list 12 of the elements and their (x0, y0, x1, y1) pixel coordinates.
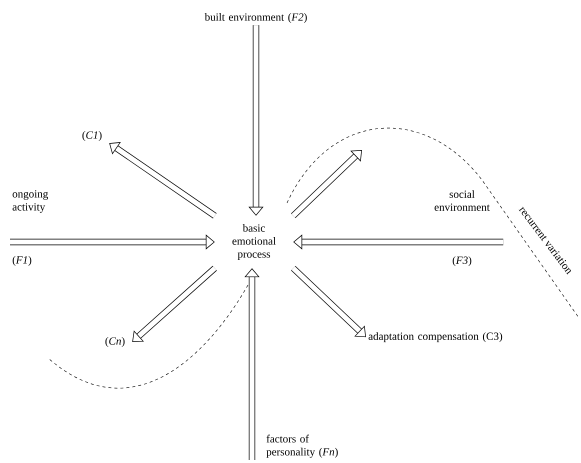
hatched-arrow (291, 266, 366, 338)
text-label: social environment (F3) (434, 190, 490, 266)
hatched-arrow (291, 150, 362, 218)
text-label: (C1) (82, 131, 102, 141)
hatched-arrow (109, 142, 217, 218)
text-label: basic emotional process (232, 224, 276, 260)
text-label: ongoing activity (F1) (12, 190, 48, 266)
text-label: built environment (F2) (204, 13, 307, 23)
hatched-arrow (132, 266, 217, 342)
text-label: factors of personality (Fn) (266, 434, 338, 458)
text-label: adaptation compensation (C3) (368, 332, 502, 342)
text-label: (Cn) (105, 337, 125, 347)
